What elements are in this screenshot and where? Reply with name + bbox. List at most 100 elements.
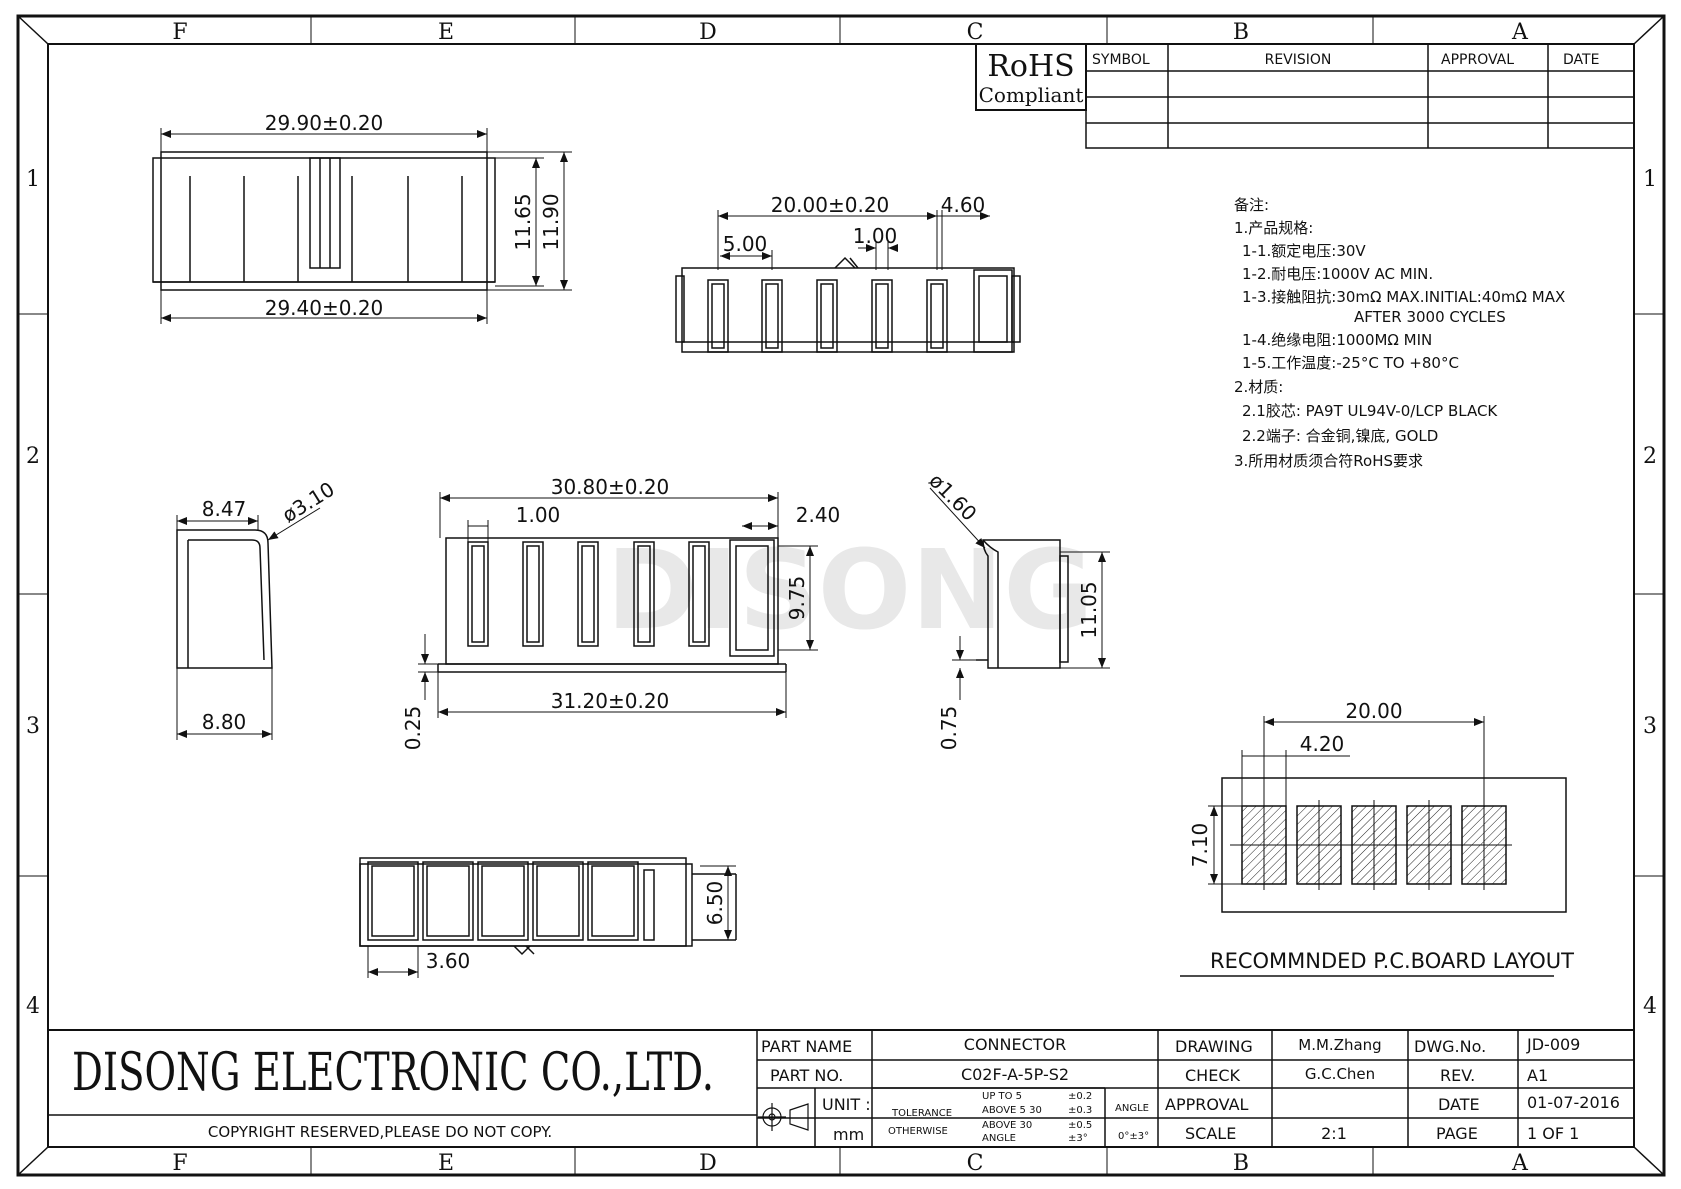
front-view (675, 256, 1021, 353)
dim-label: 9.75 (785, 576, 809, 621)
scale-label: SCALE (1185, 1124, 1236, 1143)
dim-label: 20.00±0.20 (771, 193, 890, 217)
column-label: B (1233, 20, 1249, 45)
tolerance-range: ANGLE (982, 1133, 1016, 1144)
note-line: 备注: (1234, 196, 1269, 214)
note-line: AFTER 3000 CYCLES (1354, 308, 1506, 326)
dim-label: 2.40 (796, 503, 841, 527)
dim-label: 0.25 (401, 706, 425, 751)
note-line: 2.2端子: 合金铜,镍底, GOLD (1242, 427, 1438, 445)
tolerance-label: TOLERANCE (891, 1108, 952, 1119)
dim-label: 30.80±0.20 (551, 475, 670, 499)
column-label: B (1233, 1151, 1249, 1176)
drawing-value: M.M.Zhang (1298, 1036, 1381, 1054)
row-label: 4 (26, 994, 40, 1019)
row-label: 1 (1643, 167, 1657, 192)
dim-label: 4.60 (941, 193, 986, 217)
pcb-layout-label: RECOMMNDED P.C.BOARD LAYOUT (1210, 949, 1574, 973)
column-label: F (172, 20, 187, 45)
tolerance-value: ±0.3 (1068, 1105, 1092, 1116)
part-no-label: PART NO. (770, 1066, 843, 1085)
projection-symbol-icon (758, 1103, 809, 1131)
row-label: 1 (26, 167, 40, 192)
column-label: F (172, 1151, 187, 1176)
revision-header: APPROVAL (1441, 52, 1514, 68)
dim-label: 8.47 (202, 497, 247, 521)
pcb-layout (1221, 777, 1567, 913)
page-label: PAGE (1436, 1124, 1478, 1143)
front-view-dimensions (717, 210, 990, 270)
angle-label: ANGLE (1115, 1103, 1149, 1114)
revision-header: DATE (1563, 52, 1599, 68)
dim-label: ø1.60 (924, 468, 981, 525)
bottom-view-dimensions (367, 865, 736, 978)
watermark: DISONG (606, 526, 1093, 654)
middle-view-dimension-labels: 30.80±0.20 1.00 2.40 9.75 31.20±0.20 0.2… (401, 475, 840, 750)
part-name-value: CONNECTOR (964, 1035, 1066, 1054)
unit-label: UNIT : (822, 1095, 871, 1114)
copyright-notice: COPYRIGHT RESERVED,PLEASE DO NOT COPY. (208, 1123, 552, 1141)
dim-label: 20.00 (1345, 699, 1402, 723)
dim-label: 29.40±0.20 (265, 296, 384, 320)
column-label: D (699, 1151, 717, 1176)
revision-header: REVISION (1265, 52, 1332, 68)
row-label: 3 (26, 714, 40, 739)
column-label: E (438, 1151, 454, 1176)
tolerance-value: ±3° (1068, 1133, 1088, 1144)
unit-value: mm (833, 1125, 864, 1144)
check-label: CHECK (1185, 1066, 1240, 1085)
scale-value: 2:1 (1321, 1124, 1347, 1143)
frame-column-labels-bottom: F E D C B A (172, 1151, 1529, 1176)
date-value: 01-07-2016 (1527, 1093, 1620, 1112)
pcb-layout-dimensions (1208, 716, 1485, 885)
rev-value: A1 (1527, 1066, 1548, 1085)
drawing-frame (16, 14, 1666, 1177)
dim-label: 31.20±0.20 (551, 689, 670, 713)
column-label: C (967, 20, 984, 45)
tolerance-range: ABOVE 30 (982, 1120, 1032, 1131)
front-view-dimension-labels: 20.00±0.20 5.00 1.00 4.60 (723, 193, 986, 256)
dim-label: 11.65 (511, 193, 535, 250)
row-label: 4 (1643, 994, 1657, 1019)
dim-label: 0.75 (937, 706, 961, 751)
tolerance-range: ABOVE 5 30 (982, 1105, 1042, 1116)
rohs-text: RoHS (987, 49, 1074, 84)
note-line: 1-5.工作温度:-25°C TO +80°C (1242, 354, 1459, 372)
top-view-dimensions (160, 128, 572, 324)
dim-label: 8.80 (202, 710, 247, 734)
side-view-left (176, 529, 273, 669)
approval-label: APPROVAL (1165, 1095, 1249, 1114)
dwg-no-value: JD-009 (1526, 1035, 1580, 1054)
top-view-dimension-labels: 29.90±0.20 29.40±0.20 11.65 11.90 (265, 111, 563, 320)
bottom-view-dimension-labels: 6.50 3.60 (426, 881, 727, 973)
date-label: DATE (1438, 1095, 1480, 1114)
title-block-grid (48, 1029, 1634, 1147)
frame-row-labels: 1 2 3 4 1 2 3 4 (26, 167, 1657, 1019)
middle-view-dimensions (418, 492, 818, 718)
dim-label: 6.50 (703, 881, 727, 926)
note-line: 1.产品规格: (1234, 219, 1313, 237)
middle-view (437, 537, 787, 673)
tolerance-value: ±0.5 (1068, 1120, 1092, 1131)
row-label: 2 (1643, 444, 1657, 469)
revision-table-headers: SYMBOL REVISION APPROVAL DATE (1092, 52, 1599, 68)
rohs-badge: RoHS Compliant (975, 43, 1087, 111)
dim-label: 11.05 (1077, 581, 1101, 638)
frame-column-labels-top: F E D C B A (172, 20, 1529, 45)
note-line: 3.所用材质须合符RoHS要求 (1234, 452, 1423, 470)
tolerance-value: ±0.2 (1068, 1091, 1092, 1102)
row-label: 2 (26, 444, 40, 469)
pcb-layout-dimension-labels: 20.00 4.20 7.10 (1188, 699, 1403, 867)
column-label: E (438, 20, 454, 45)
rohs-compliant-text: Compliant (979, 83, 1084, 107)
note-line: 2.材质: (1234, 378, 1283, 396)
check-value: G.C.Chen (1305, 1065, 1375, 1083)
note-line: 2.1胶芯: PA9T UL94V-0/LCP BLACK (1242, 402, 1498, 420)
bottom-view (359, 857, 737, 956)
note-line: 1-3.接触阻抗:30mΩ MAX.INITIAL:40mΩ MAX (1242, 288, 1565, 306)
revision-header: SYMBOL (1092, 52, 1150, 68)
revision-table (1085, 43, 1635, 149)
column-label: D (699, 20, 717, 45)
company-name: DISONG ELECTRONIC CO.,LTD. (72, 1043, 714, 1103)
